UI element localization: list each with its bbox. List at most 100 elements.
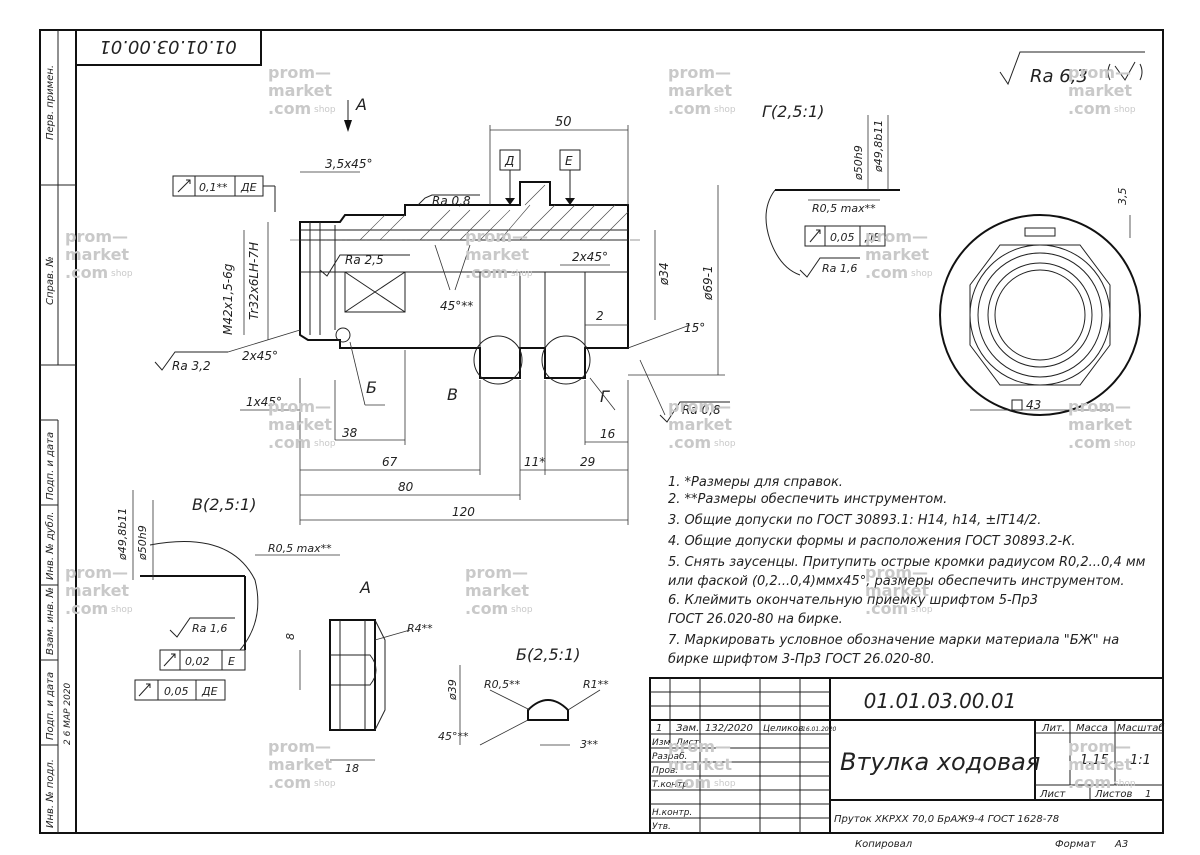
tb-material: Пруток ХКРХХ 70,0 БрАЖ9-4 ГОСТ 1628-78 [834,814,1059,825]
note-line-2: 2. **Размеры обеспечить инструментом. [668,492,947,507]
tb-col-lit: Лит. [1041,723,1065,734]
watermark-2-line1: prom— [668,63,731,82]
ra-08-bottom: Ra 0,8 [682,403,721,417]
detail-g-view: Г(2,5:1) R0,5 max** ø50h9 ø49,8b11 0,05 … [762,102,900,278]
tol-005-v: 0,05 [164,685,189,698]
watermark-14-line1: prom— [668,737,731,756]
ra-25: Ra 2,5 [345,253,384,267]
r05max-g: R0,5 max** [812,202,876,215]
view-a-detail: А 8 R4** 18 [284,578,433,775]
note-line-3: 3. Общие допуски по ГОСТ 30893.1: Н14, h… [668,513,1041,528]
dim-38: 38 [342,426,358,440]
view-b-label: Б(2,5:1) [516,645,580,664]
watermark-15-line2: market [1068,755,1132,774]
chamfer-2x45-right: 2x45° [572,250,608,264]
tb-drawing-number: 01.01.03.00.01 [864,689,1017,713]
angle-45: 45°** [440,299,473,313]
watermark-3-line3: .com [1068,99,1111,118]
phi498-g: ø49,8b11 [872,120,885,173]
dim-11: 11* [524,455,545,469]
tb-role-list: Лист [675,738,700,748]
ra-16-g: Ra 1,6 [822,262,857,275]
end-view: 43 3,5 [939,188,1141,416]
dim-8: 8 [284,633,297,640]
sheet-frame [39,29,1164,834]
watermark-13-shop: shop [314,779,336,789]
callout-b: Б [366,378,377,397]
callout-v: В [447,385,458,404]
side-perv-primen: Перв. примен. [45,65,56,140]
tb-rev-no: 1 [656,723,662,734]
tb-scale-value: 1:1 [1130,753,1151,768]
watermark-13-line3: .com [268,773,311,792]
watermark-4-line2: market [65,245,129,264]
watermark-8-shop: shop [714,439,736,449]
watermark-6-shop: shop [911,269,933,279]
watermark-15-line3: .com [1068,773,1111,792]
watermark-1-line1: prom— [268,63,331,82]
tb-role-izm: Изм. [652,738,673,748]
watermark-11-line1: prom— [465,563,528,582]
side-stamp-date: 2 6 МАР 2020 [63,682,73,745]
watermark-15-line1: prom— [1068,737,1131,756]
watermark-15-shop: shop [1114,779,1136,789]
phi498-v: ø49,8b11 [116,508,129,561]
view-a-label-bottom: А [359,578,371,597]
watermark-1-shop: shop [314,105,336,115]
dim-67: 67 [382,455,398,469]
watermark-8-line2: market [668,415,732,434]
format-label: Формат [1055,839,1097,850]
detail-v-view: В(2,5:1) ø49,8b11 ø50h9 R0,5 max** Ra 1,… [116,490,340,701]
note-line-10: бирке шрифтом 3-Пр3 ГОСТ 26.020-80. [668,652,935,667]
datum-d: Д [504,154,514,168]
phi50h9-v: ø50h9 [136,525,149,561]
dim-16: 16 [600,427,616,441]
tb-role-razrab: Разраб. [652,752,687,762]
watermark-3-line1: prom— [1068,63,1131,82]
dim-35-end: 3,5 [1116,188,1129,206]
dim-50: 50 [555,115,572,130]
tol-002-v: 0,02 [185,655,210,668]
side-podp-data-2: Подп. и дата [45,672,56,740]
watermark-2-shop: shop [714,105,736,115]
side-podp-data-1: Подп. и дата [45,432,56,500]
note-line-6: или фаской (0,2...0,4)ммx45°, размеры об… [668,574,1125,589]
view-v-label: В(2,5:1) [192,495,256,514]
rotated-drawing-number: 01.01.03.00.01 [99,36,236,57]
copied-label: Копировал [855,839,913,850]
note-line-8: ГОСТ 26.020-80 на бирке. [668,612,843,627]
dim-phi34: ø34 [657,262,671,286]
tb-role-tkontr: Т.контр. [652,780,691,790]
watermark-13-line2: market [268,755,332,774]
watermark-12-shop: shop [911,605,933,615]
roughness-general: Ra 6,3 [1030,66,1088,87]
watermark-14-line3: .com [668,773,711,792]
chamfer-2x45-left: 2x45° [242,349,278,363]
dim-3-b: 3** [580,738,598,751]
watermark-10-shop: shop [111,605,133,615]
watermark-9-shop: shop [1114,439,1136,449]
tb-rev-date: 16.01.2020 [802,726,837,733]
watermark-9-line1: prom— [1068,397,1131,416]
watermark-7-line2: market [268,415,332,434]
tb-role-utv: Утв. [652,822,671,832]
dim-80: 80 [398,480,414,494]
tol-e-v: Е [228,655,235,668]
thread-m42: M42x1,5-6g [221,263,235,335]
side-vzam-inv: Взам. инв. № [45,587,56,655]
watermark-13-line1: prom— [268,737,331,756]
roughness-general-symbol [999,51,1145,86]
r4: R4** [407,622,433,635]
phi39: ø39 [446,679,459,701]
r1-b: R1** [583,678,609,691]
tb-sheets-total: 1 [1145,789,1151,800]
watermark-11-line2: market [465,581,529,600]
watermark-3-line2: market [1068,81,1132,100]
technical-notes: 1. *Размеры для справок. 2. **Размеры об… [668,475,1146,667]
watermark-11-shop: shop [511,605,533,615]
watermark-7-line3: .com [268,433,311,452]
tb-role-nkontr: Н.контр. [652,808,692,818]
watermark-7-line1: prom— [268,397,331,416]
side-inv-dubl: Инв. № дубл. [44,512,56,580]
thread-tr32: Tr32x6LH-7H [247,242,261,320]
